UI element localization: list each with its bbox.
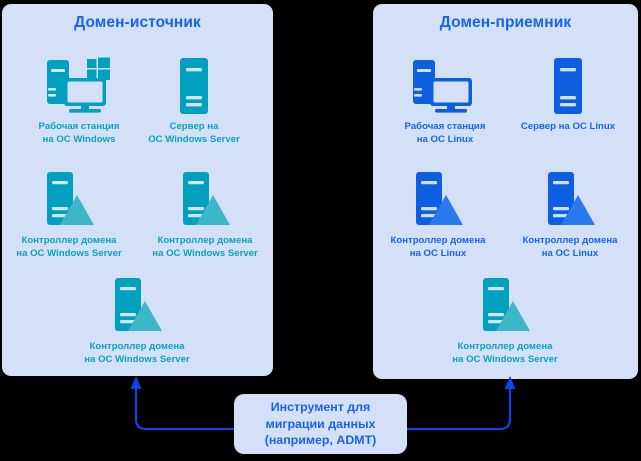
domain-controller-icon — [33, 170, 105, 230]
node-target-4: Контроллер домена на ОС Windows Server — [435, 276, 575, 366]
node-source-4: Контроллер домена на ОС Windows Server — [67, 276, 207, 366]
node-target-2: Контроллер домена на ОС Linux — [368, 170, 508, 260]
node-label: Контроллер домена на ОС Windows Server — [84, 341, 190, 365]
arrow-path-right — [320, 387, 512, 431]
domain-controller-icon — [534, 170, 606, 230]
server-icon — [532, 56, 604, 116]
node-label: Рабочая станция на ОС Linux — [404, 121, 486, 145]
migration-connector — [130, 376, 516, 431]
node-label: Контроллер домена на ОС Linux — [390, 235, 486, 259]
arrow-head-left — [130, 376, 142, 389]
node-source-3: Контроллер домена на ОС Windows Server — [135, 170, 275, 260]
panel-target-title: Домен-приемник — [439, 14, 572, 31]
arrow-path-left — [134, 387, 320, 431]
migration-tool-box: Инструмент для миграции данных (например… — [234, 394, 407, 454]
node-source-2: Контроллер домена на ОС Windows Server — [0, 170, 139, 260]
arrow-head-right — [504, 376, 516, 389]
node-target-3: Контроллер домена на ОС Linux — [500, 170, 640, 260]
workstation-icon — [409, 56, 481, 116]
domain-controller-icon — [402, 170, 474, 230]
server-icon — [158, 56, 230, 116]
node-label: Контроллер домена на ОС Windows Server — [452, 341, 558, 365]
workstation-windows-icon — [43, 56, 115, 116]
node-target-1: Сервер на ОС Linux — [498, 56, 638, 134]
node-label: Сервер на ОС Linux — [520, 121, 616, 132]
node-target-0: Рабочая станция на ОС Linux — [375, 56, 515, 146]
domain-controller-icon — [101, 276, 173, 336]
domain-controller-icon — [469, 276, 541, 336]
panel-source-title: Домен-источник — [74, 14, 201, 31]
node-source-1: Сервер на ОС Windows Server — [124, 56, 264, 146]
node-label: Контроллер домена на ОС Linux — [522, 235, 618, 259]
node-label: Контроллер домена на ОС Windows Server — [152, 235, 258, 259]
node-source-0: Рабочая станция на ОС Windows — [9, 56, 149, 146]
node-label: Контроллер домена на ОС Windows Server — [16, 235, 122, 259]
migration-tool-label: Инструмент для миграции данных (например… — [264, 400, 377, 448]
domain-controller-icon — [169, 170, 241, 230]
node-label: Рабочая станция на ОС Windows — [38, 121, 120, 145]
node-label: Сервер на ОС Windows Server — [148, 121, 240, 145]
